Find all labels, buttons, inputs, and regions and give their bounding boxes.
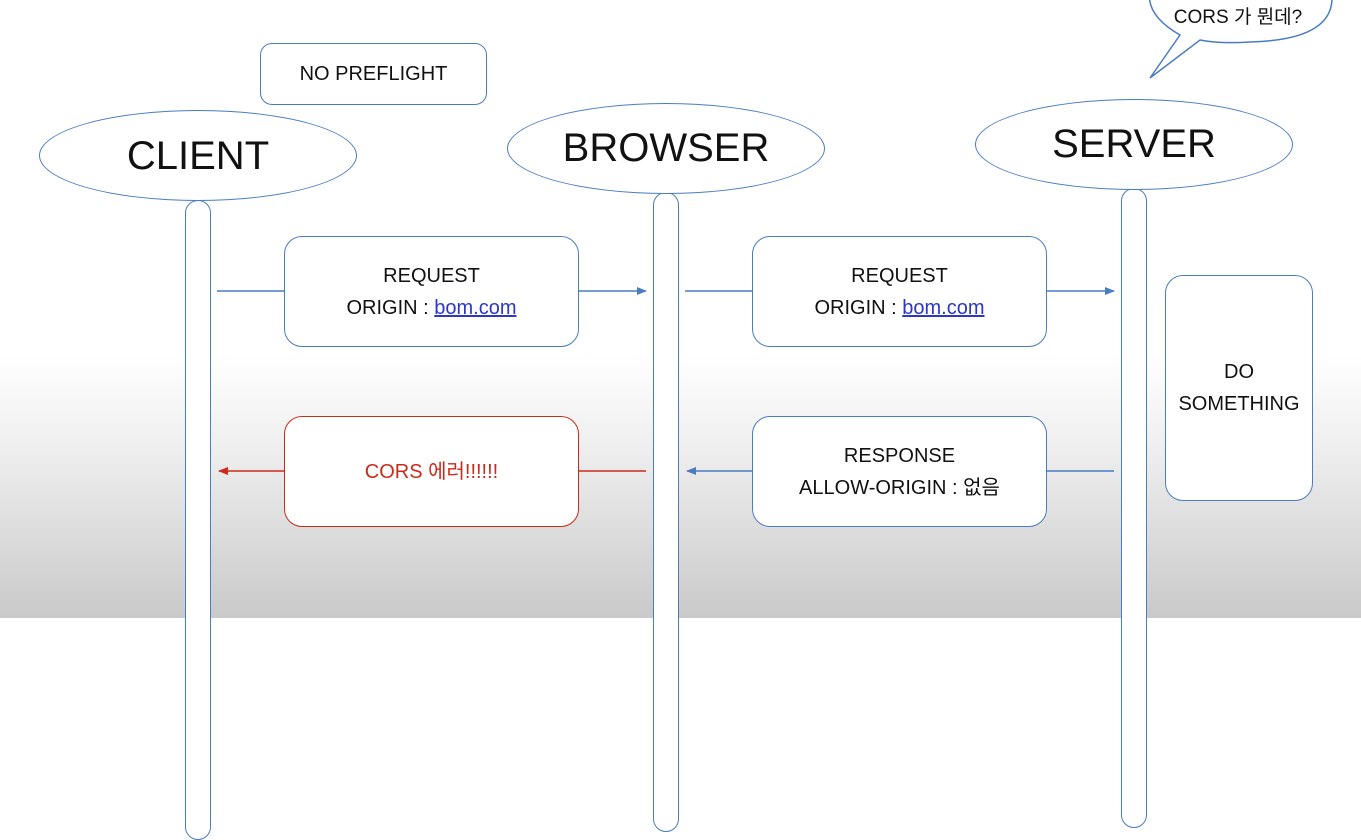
- speech-bubble-text: CORS 가 뭔데?: [1173, 7, 1303, 28]
- allow-origin-line: ALLOW-ORIGIN : 없음: [799, 476, 1000, 499]
- do-something-line1: DO: [1224, 361, 1254, 383]
- no-preflight-label: NO PREFLIGHT: [260, 43, 487, 105]
- response-title: RESPONSE: [843, 444, 956, 467]
- speech-bubble: [1149, 0, 1333, 79]
- no-preflight-text: NO PREFLIGHT: [299, 63, 448, 85]
- cors-error-text: CORS 에러!!!!!!: [364, 460, 499, 483]
- origin-label: ORIGIN :: [346, 296, 435, 319]
- server-actor: SERVER: [975, 99, 1293, 190]
- message-arrows: [217, 287, 1115, 475]
- origin-line: ORIGIN : bom.com: [346, 292, 516, 324]
- origin-link[interactable]: bom.com: [434, 296, 517, 319]
- browser-label: BROWSER: [562, 126, 770, 170]
- request-title: REQUEST: [851, 264, 948, 287]
- origin-label: ORIGIN :: [814, 296, 903, 319]
- browser-request-box: REQUEST ORIGIN : bom.com: [752, 236, 1047, 347]
- origin-link[interactable]: bom.com: [902, 296, 985, 319]
- server-response-box: RESPONSE ALLOW-ORIGIN : 없음: [752, 416, 1047, 527]
- client-actor: CLIENT: [39, 110, 357, 201]
- client-request-box: REQUEST ORIGIN : bom.com: [284, 236, 579, 347]
- origin-line: ORIGIN : bom.com: [814, 292, 984, 324]
- server-label: SERVER: [1052, 122, 1216, 166]
- browser-actor: BROWSER: [507, 103, 825, 194]
- cors-error-box: CORS 에러!!!!!!: [284, 416, 579, 527]
- do-something-line2: SOMETHING: [1178, 393, 1300, 415]
- client-label: CLIENT: [126, 134, 270, 178]
- request-title: REQUEST: [383, 264, 480, 287]
- do-something-box: DO SOMETHING: [1165, 275, 1313, 501]
